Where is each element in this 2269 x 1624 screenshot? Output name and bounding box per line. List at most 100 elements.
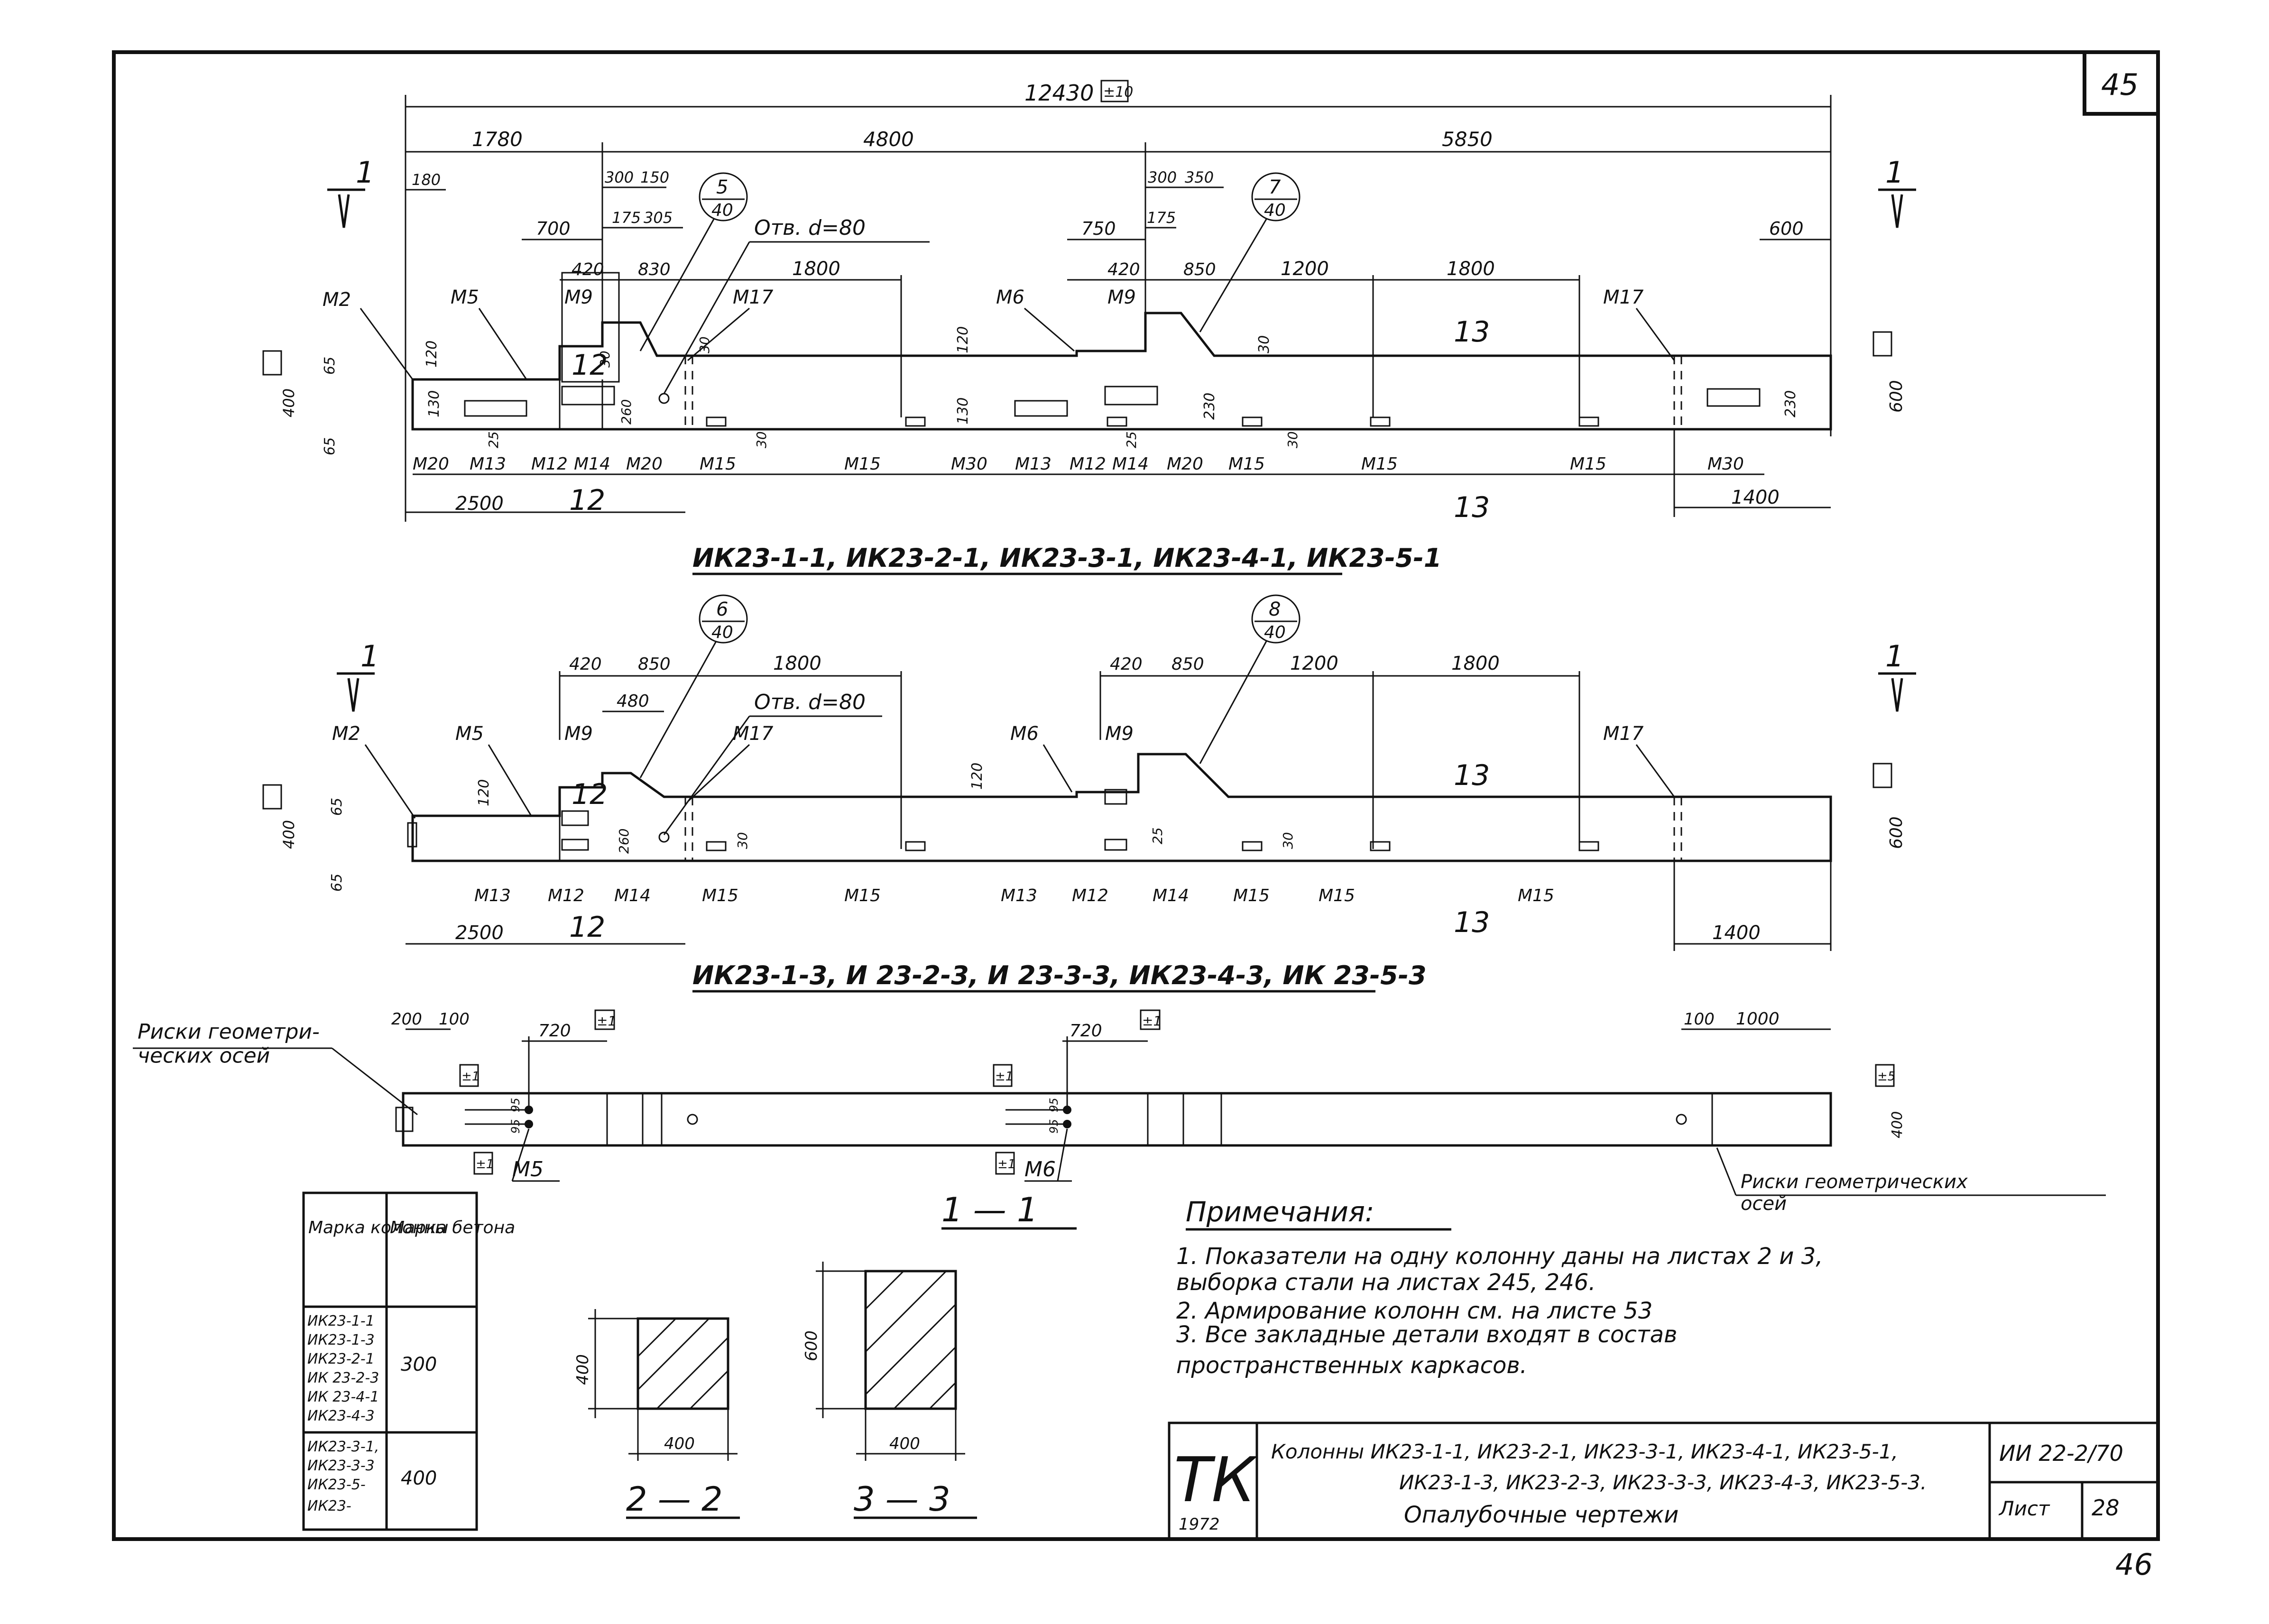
sheet-number: 28	[2092, 1495, 2120, 1521]
svg-text:М15: М15	[1361, 454, 1398, 474]
side-230b: 230	[1782, 390, 1799, 417]
plan-dim-1000: 1000	[1736, 1009, 1780, 1029]
svg-text:8: 8	[1269, 599, 1281, 620]
dim2-420b: 420	[1110, 655, 1143, 674]
dim2-1200: 1200	[1290, 653, 1338, 674]
overall-dimension: 12430	[1024, 80, 1094, 106]
svg-text:±1: ±1	[597, 1013, 616, 1029]
grade-400: 400	[401, 1467, 437, 1489]
notes-block: Примечания: 1. Показатели на одну колонн…	[1176, 1196, 1823, 1379]
svg-text:М14: М14	[1153, 886, 1189, 905]
svg-text:ИК23-1-3: ИК23-1-3	[307, 1332, 375, 1348]
svg-text:400: 400	[664, 1434, 695, 1453]
svg-text:±1: ±1	[476, 1157, 494, 1172]
svg-text:М20: М20	[626, 454, 663, 474]
side-30: 30	[1256, 335, 1273, 353]
svg-text:6: 6	[716, 599, 728, 620]
side-30e: 30	[597, 351, 613, 368]
zone-13a: 13	[1454, 315, 1490, 349]
title-block: ТК 1972 Колонны ИК23-1-1, ИК23-2-1, ИК23…	[1168, 1421, 2159, 1541]
dim-750: 750	[1081, 218, 1116, 239]
concrete-grade-table: Марка колонны Марка бетона ИК23-1-1 ИК23…	[302, 1191, 515, 1531]
part-labels-top-2: М2 М5 М9 М17 М6 М9 М17	[332, 723, 1644, 745]
side-260: 260	[618, 399, 634, 424]
dim-175b: 175	[1147, 209, 1176, 227]
column-outline-1	[411, 312, 1832, 431]
side2-260: 260	[616, 829, 632, 854]
note-1a: 1. Показатели на одну колонну даны на ли…	[1176, 1243, 1823, 1270]
svg-text:40: 40	[1264, 623, 1286, 642]
side2-30b: 30	[1280, 832, 1296, 849]
svg-text:М5: М5	[451, 286, 479, 308]
svg-text:М14: М14	[574, 454, 610, 474]
svg-text:40: 40	[711, 623, 733, 642]
svg-text:М15: М15	[1319, 886, 1355, 905]
svg-text:М12: М12	[1070, 454, 1106, 474]
note-2: 2. Армирование колонн см. на листе 53	[1176, 1298, 1652, 1324]
zone-12b: 12	[569, 484, 605, 517]
svg-text:М14: М14	[1112, 454, 1149, 474]
dim-175a: 175	[612, 209, 641, 227]
table-header-grade: Марка бетона	[390, 1218, 515, 1237]
svg-text:40: 40	[711, 201, 733, 220]
svg-text:М17: М17	[1603, 723, 1644, 745]
section-3-3: 600 400 3 — 3	[802, 1262, 977, 1519]
svg-text:М12: М12	[548, 886, 584, 905]
side-230a: 230	[1201, 393, 1218, 420]
svg-text:М20: М20	[413, 454, 449, 474]
dim-1800b: 1800	[1447, 258, 1495, 280]
svg-text:М20: М20	[1167, 454, 1203, 474]
svg-text:±1: ±1	[461, 1070, 480, 1084]
section-mark-right-1: 1	[1878, 155, 1916, 228]
org-year: 1972	[1179, 1515, 1220, 1534]
side-120: 120	[424, 341, 440, 368]
detail-bubble-6: 6 40	[639, 594, 748, 778]
dim-2500a: 2500	[455, 493, 504, 515]
side2-600: 600	[1887, 816, 1906, 849]
sheet-frame	[112, 50, 2160, 1541]
detail-bubble-5: 5 40	[639, 172, 748, 351]
plan-dim-100a: 100	[439, 1010, 470, 1029]
svg-text:ИК23-2-1: ИК23-2-1	[307, 1351, 375, 1367]
svg-text:400: 400	[573, 1354, 592, 1385]
dim-420a: 420	[572, 260, 604, 279]
dim-5850: 5850	[1442, 128, 1493, 151]
side-400: 400	[280, 388, 298, 417]
dim-300b: 300	[1148, 168, 1177, 186]
title-line-2: ИК23-1-3, ИК23-2-3, ИК23-3-3, ИК23-4-3, …	[1399, 1471, 1927, 1494]
note-1b: выборка стали на листах 245, 246.	[1176, 1269, 1596, 1296]
view-2-elevation: 6 40 8 40 420 850 1800 420 850 1200 1800…	[262, 594, 1916, 993]
series-code: ИИ 22-2/70	[1999, 1440, 2123, 1466]
view-1-title: ИК23-1-1, ИК23-2-1, ИК23-3-1, ИК23-4-1, …	[692, 543, 1442, 573]
side-65b: 65	[322, 437, 338, 455]
svg-text:М30: М30	[1707, 454, 1744, 474]
side-30c: 30	[1285, 431, 1301, 448]
svg-text:М15: М15	[1570, 454, 1606, 474]
side-600: 600	[1887, 380, 1906, 413]
side-130b: 130	[955, 397, 971, 424]
plan-part-m6: М6	[1024, 1157, 1056, 1181]
svg-text:М9: М9	[564, 286, 593, 308]
hole-note-1: Отв. d=80	[754, 216, 866, 240]
side-120b: 120	[955, 326, 971, 353]
svg-text:±1: ±1	[997, 1157, 1015, 1172]
dim2-1800a: 1800	[773, 653, 821, 674]
dim-420b: 420	[1107, 260, 1140, 279]
svg-text:М13: М13	[1001, 886, 1037, 905]
svg-text:400: 400	[1889, 1111, 1906, 1138]
svg-text:М15: М15	[700, 454, 736, 474]
side-25a: 25	[486, 431, 501, 448]
svg-text:95: 95	[509, 1119, 522, 1134]
section-title-3-3: 3 — 3	[854, 1480, 950, 1519]
svg-text:95: 95	[1047, 1119, 1061, 1134]
zone-13b: 13	[1454, 491, 1490, 524]
svg-text:М12: М12	[1072, 886, 1108, 905]
svg-text:М12: М12	[531, 454, 568, 474]
dim-1780: 1780	[472, 128, 523, 151]
svg-text:600: 600	[802, 1330, 821, 1361]
dim-350: 350	[1185, 168, 1214, 186]
notes-heading: Примечания:	[1186, 1196, 1374, 1228]
svg-text:М15: М15	[844, 886, 881, 905]
svg-text:7: 7	[1269, 176, 1281, 198]
